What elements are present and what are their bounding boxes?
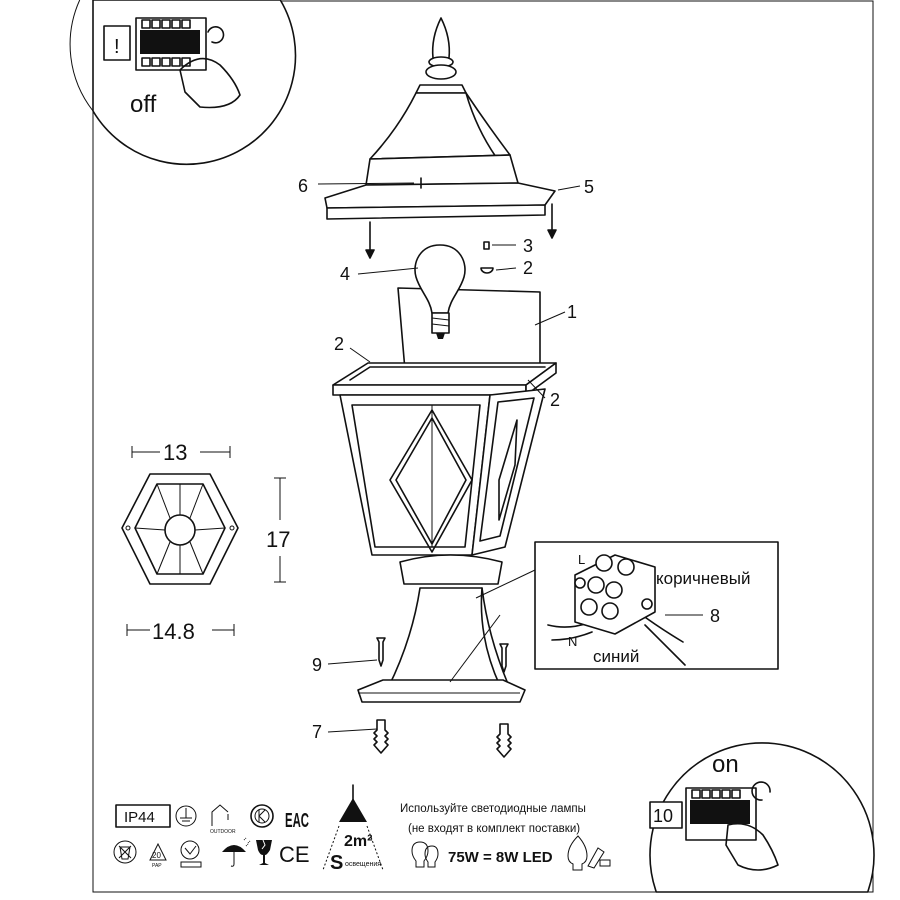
base-footprint [121, 473, 239, 585]
outdoor-icon: OUTDOOR [210, 804, 236, 835]
illumination-symbol: S [330, 852, 343, 874]
circuit-breaker-icon [685, 787, 757, 841]
circuit-breaker-icon [135, 17, 207, 71]
lamp-pedestal [357, 587, 526, 703]
leader-lines [317, 182, 581, 733]
dimension-lines [126, 446, 286, 636]
eco-mark-icon [180, 840, 202, 868]
led-equivalence: 75W = 8W LED [448, 849, 553, 866]
neutral-wire-label: N [568, 634, 577, 649]
illumination-caption: освещения [345, 861, 381, 868]
hand-icon [725, 822, 779, 871]
led-note-line1: Используйте светодиодные лампы [400, 803, 586, 815]
callout-9: 9 [312, 655, 322, 675]
led-bulbs-icon [567, 835, 611, 871]
clip-part [480, 267, 494, 274]
brown-wire-label: коричневый [656, 569, 750, 588]
callout-2: 2 [523, 258, 533, 278]
lamp-roof [324, 17, 556, 220]
callout-3: 3 [523, 236, 533, 256]
bulb [414, 244, 466, 339]
wiring-panel: L N коричневый 8 синий [475, 541, 779, 670]
ip-rating: IP44 [124, 809, 155, 826]
lantern-body [332, 362, 557, 585]
dimension-width-bottom: 14.8 [152, 619, 195, 644]
kc-mark-icon [250, 804, 274, 828]
ground-icon [175, 805, 197, 827]
hand-icon [179, 57, 241, 109]
off-label: off [130, 91, 157, 118]
fragile-glass-icon [256, 839, 272, 865]
illumination-icon: 2m² S освещения [322, 784, 384, 874]
ce-mark: CE [279, 842, 310, 867]
screw-part [483, 241, 490, 250]
callout-2: 2 [334, 334, 344, 354]
callout-8: 8 [710, 606, 720, 626]
callout-5: 5 [584, 177, 594, 197]
callout-7: 7 [312, 722, 322, 742]
warning-label: ! [114, 36, 120, 58]
on-label: on [712, 751, 739, 778]
callout-1: 1 [567, 302, 577, 322]
callout-6: 6 [298, 176, 308, 196]
svg-text:OUTDOOR: OUTDOOR [210, 829, 236, 835]
callout-2: 2 [550, 390, 560, 410]
dimension-width-top: 13 [163, 440, 187, 465]
step-number: 10 [653, 806, 673, 826]
switch-on-panel: on 10 [649, 742, 875, 893]
callout-4: 4 [340, 264, 350, 284]
live-wire-label: L [578, 552, 585, 567]
dimension-height: 17 [266, 527, 290, 552]
umbrella-icon [222, 837, 251, 867]
page-frame [92, 0, 874, 893]
blue-wire-label: синий [593, 647, 639, 666]
svg-text:PAP: PAP [152, 863, 162, 869]
switch-off-panel: ! off [69, 0, 297, 166]
screws [376, 637, 509, 673]
svg-text:20: 20 [152, 851, 161, 860]
led-note-line2: (не входят в комплект поставки) [408, 823, 580, 835]
incandescent-bulbs-icon [411, 841, 439, 868]
eac-mark: EAC [285, 810, 309, 832]
wall-anchors [373, 719, 512, 758]
no-bin-icon [113, 840, 137, 864]
illumination-area: 2m² [344, 833, 372, 850]
